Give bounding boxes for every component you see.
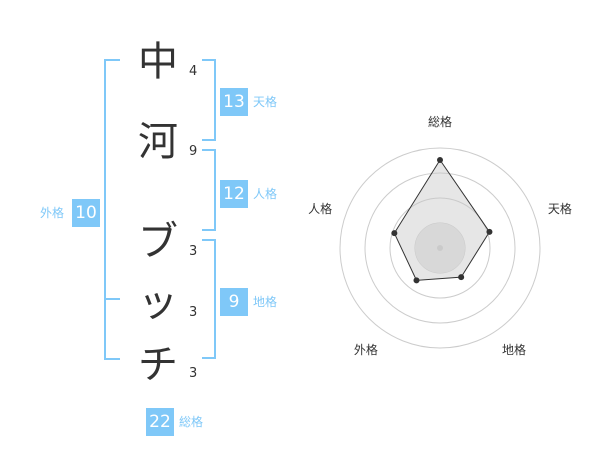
radar-center [437,245,443,251]
stroke-count-3: 3 [189,244,198,259]
gaikaku-bracket [104,59,120,360]
tenkaku-bracket [202,59,216,141]
tenkaku-badge: 13 [220,88,248,116]
jinkaku-bracket [202,149,216,231]
radar-point-4 [413,277,420,284]
radar-ring-3 [364,172,516,324]
stroke-count-4: 3 [189,305,198,320]
stroke-count-5: 3 [189,366,198,381]
radar-axis-label-4: 外格 [354,342,378,357]
radar-axis-label-1: 総格 [428,114,452,129]
name-char-5: チ [138,342,178,388]
stroke-count-1: 4 [189,64,198,79]
soukaku-badge: 22 [146,408,174,436]
name-char-3: ブ [138,219,178,265]
chikaku-badge: 9 [220,288,248,316]
jinkaku-badge: 12 [220,180,248,208]
gaikaku-label: 外格 [40,206,65,220]
tenkaku-label: 天格 [253,95,278,109]
radar-axis-label-2: 天格 [548,201,572,216]
radar-point-2 [486,228,493,235]
name-char-2: 河 [138,119,178,165]
radar-ring-4 [339,147,541,349]
chikaku-bracket [202,239,216,359]
radar-axis-label-5: 人格 [308,201,332,216]
chikaku-label: 地格 [253,295,278,309]
gaikaku-bracket-tick [104,298,120,300]
name-char-4: ッ [138,280,178,326]
radar-point-1 [437,157,443,163]
jinkaku-label: 人格 [253,187,278,201]
radar-data-polygon [393,159,491,281]
radar-point-5 [391,230,398,237]
soukaku-label: 総格 [179,415,204,429]
radar-ring-2 [389,197,491,299]
name-char-1: 中 [138,39,178,85]
radar-point-3 [458,274,465,281]
radar-axis-label-3: 地格 [502,342,526,357]
stroke-count-2: 9 [189,144,198,159]
gaikaku-badge: 10 [72,199,100,227]
